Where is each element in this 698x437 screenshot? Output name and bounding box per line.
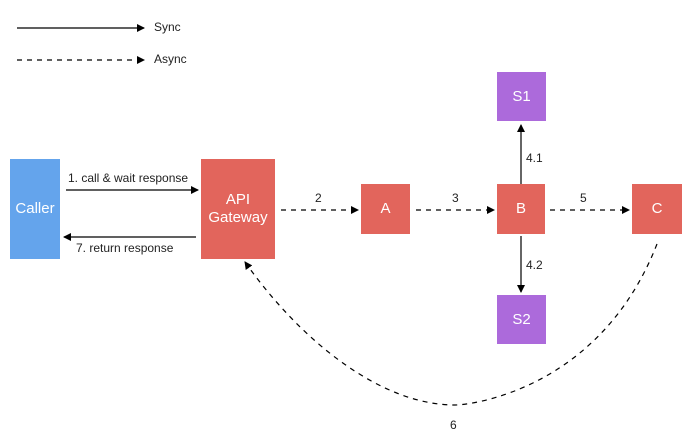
node-b-label: B bbox=[515, 200, 526, 217]
node-api-gateway: API Gateway bbox=[201, 159, 275, 259]
node-c-label: C bbox=[651, 200, 663, 217]
node-caller-label: Caller bbox=[15, 200, 55, 217]
edge-b-c-label: 5 bbox=[580, 191, 587, 205]
edge-b-s1-label: 4.1 bbox=[526, 151, 543, 165]
edge-call-label: 1. call & wait response bbox=[68, 171, 189, 185]
node-s1: S1 bbox=[497, 72, 546, 121]
edge-gateway-a-label: 2 bbox=[315, 191, 322, 205]
edge-b-s2-label: 4.2 bbox=[526, 258, 543, 272]
node-a: A bbox=[361, 184, 410, 234]
node-b: B bbox=[497, 184, 545, 234]
node-caller: Caller bbox=[10, 159, 60, 259]
edge-c-gateway-arrow bbox=[244, 243, 658, 406]
node-s1-label: S1 bbox=[512, 87, 531, 105]
node-a-label: A bbox=[380, 200, 391, 217]
legend-async-label: Async bbox=[154, 52, 187, 66]
edge-c-gateway-label: 6 bbox=[450, 418, 457, 432]
edge-a-b-label: 3 bbox=[452, 191, 459, 205]
legend-sync-label: Sync bbox=[154, 20, 181, 34]
node-c: C bbox=[632, 184, 682, 234]
node-s2: S2 bbox=[497, 295, 546, 344]
node-api-gateway-label: API Gateway bbox=[208, 191, 268, 226]
edge-return-label: 7. return response bbox=[76, 241, 174, 255]
node-s2-label: S2 bbox=[512, 310, 531, 328]
